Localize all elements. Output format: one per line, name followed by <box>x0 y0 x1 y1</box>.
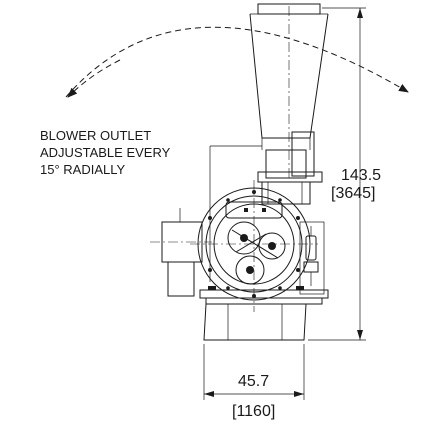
base-frame <box>199 286 329 341</box>
gear-housing <box>190 180 318 312</box>
annotation-line-3: 15° RADIALLY <box>40 162 125 177</box>
discharge-piping <box>257 131 323 205</box>
instrument-gauge <box>303 226 319 286</box>
height-dim-mm: [3645] <box>331 185 375 202</box>
inlet-box <box>150 208 212 297</box>
annotation-line-2: ADJUSTABLE EVERY <box>40 145 171 160</box>
height-dimension <box>308 7 366 341</box>
annotation-line-1: BLOWER OUTLET <box>40 128 151 143</box>
width-dimension <box>203 344 305 400</box>
height-dim-inches: 143.5 <box>341 167 381 184</box>
silencer-cone <box>249 3 329 179</box>
width-dim-mm: [1160] <box>232 403 275 420</box>
rotation-arc <box>65 26 409 98</box>
width-dim-inches: 45.7 <box>238 373 269 390</box>
